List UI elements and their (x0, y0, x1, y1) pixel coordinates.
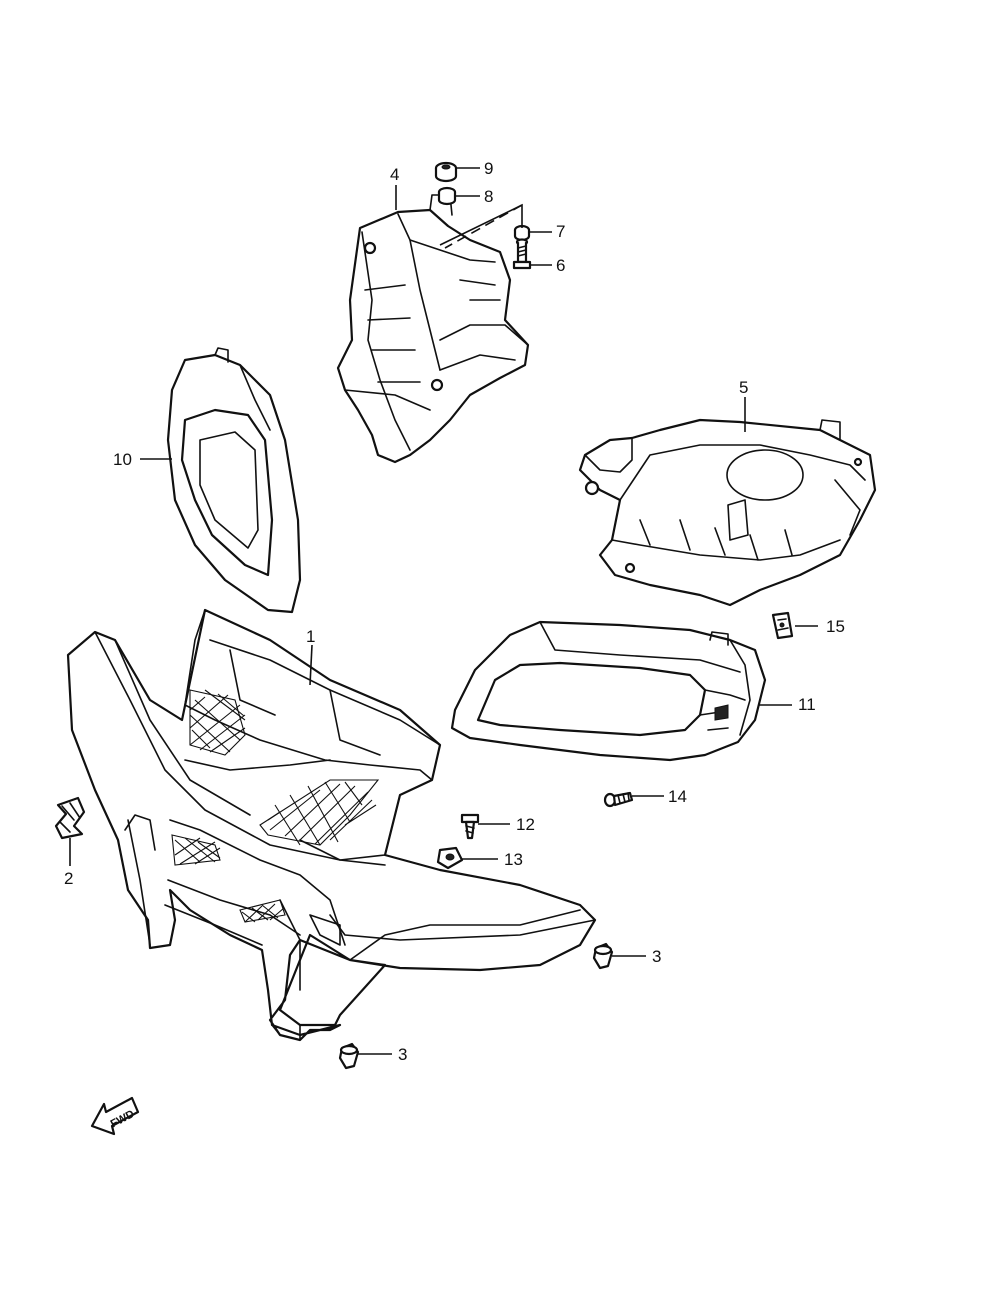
callout-labels: 9 8 7 6 4 5 10 1 2 15 11 14 12 13 3 3 (64, 159, 845, 1064)
callout-2: 2 (64, 869, 73, 888)
callout-6: 6 (556, 256, 565, 275)
part-12-screw (460, 813, 480, 840)
callout-5: 5 (739, 378, 748, 397)
callout-9: 9 (484, 159, 493, 178)
part-6-bolt (512, 238, 532, 270)
callout-3a: 3 (652, 947, 661, 966)
part-14-screw (603, 791, 634, 808)
callout-13: 13 (504, 850, 523, 869)
part-9-grommet (434, 161, 458, 183)
leader-lines (69, 167, 818, 1055)
callout-1: 1 (306, 627, 315, 646)
callout-14: 14 (668, 787, 687, 806)
fwd-arrow-icon (90, 1096, 140, 1136)
part-5-lower-bracket (578, 418, 877, 607)
callout-3b: 3 (398, 1045, 407, 1064)
part-3-rivet-right (592, 942, 614, 970)
part-7-nut (513, 224, 531, 242)
part-4-headlight-housing (336, 194, 530, 464)
part-15-clip-nut (771, 611, 794, 640)
part-8-collar (437, 186, 457, 206)
callout-8: 8 (484, 187, 493, 206)
fwd-arrow: FWD (90, 1096, 140, 1136)
callout-11: 11 (798, 695, 816, 714)
part-11-right-bezel (450, 620, 767, 762)
callout-12: 12 (516, 815, 535, 834)
part-3-rivet-lower (338, 1042, 360, 1070)
callout-10: 10 (113, 450, 132, 469)
part-13-grommet (436, 846, 464, 870)
part-2-emblem (54, 796, 86, 840)
part-1-front-fender (66, 608, 597, 1042)
part-10-left-bezel (166, 347, 302, 614)
callout-7: 7 (556, 222, 565, 241)
callout-15: 15 (826, 617, 845, 636)
callout-4: 4 (390, 165, 399, 184)
